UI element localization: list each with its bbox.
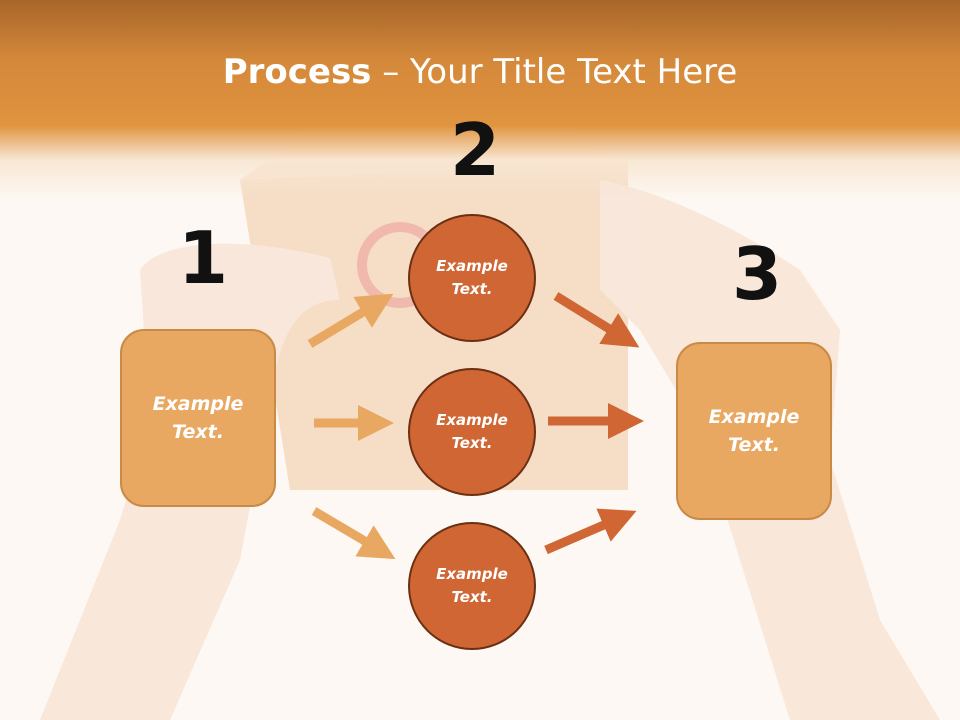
- arrow-right-icon: [553, 292, 640, 348]
- right-box-line2: Text.: [728, 434, 780, 456]
- header-band: [0, 0, 960, 200]
- circle-bottom-line2: Text.: [451, 588, 493, 606]
- step-number-3: 3: [732, 232, 783, 316]
- left-box-line1: Example: [152, 392, 244, 415]
- arrow-right-icon: [311, 507, 396, 560]
- left-box-line2: Text.: [172, 421, 224, 443]
- right-box-line1: Example: [708, 405, 800, 428]
- step-number-1: 1: [178, 216, 229, 300]
- circle-bottom-line1: Example: [436, 564, 508, 583]
- title-bold: Process: [222, 52, 372, 92]
- circle-top[interactable]: Example Text.: [408, 214, 536, 342]
- circle-middle[interactable]: Example Text.: [408, 368, 536, 496]
- arrow-right-icon: [544, 508, 637, 555]
- arrow-right-icon: [307, 293, 394, 348]
- left-text-box[interactable]: Example Text.: [120, 329, 276, 507]
- right-text-box[interactable]: Example Text.: [676, 342, 832, 520]
- circle-middle-line2: Text.: [451, 434, 493, 452]
- circle-top-line2: Text.: [451, 280, 493, 298]
- circle-middle-line1: Example: [436, 410, 508, 429]
- title-rest: – Your Title Text Here: [371, 52, 738, 92]
- circle-top-line1: Example: [436, 256, 508, 275]
- slide-title: Process – Your Title Text Here: [0, 52, 960, 92]
- step-number-2: 2: [450, 108, 501, 192]
- circle-bottom[interactable]: Example Text.: [408, 522, 536, 650]
